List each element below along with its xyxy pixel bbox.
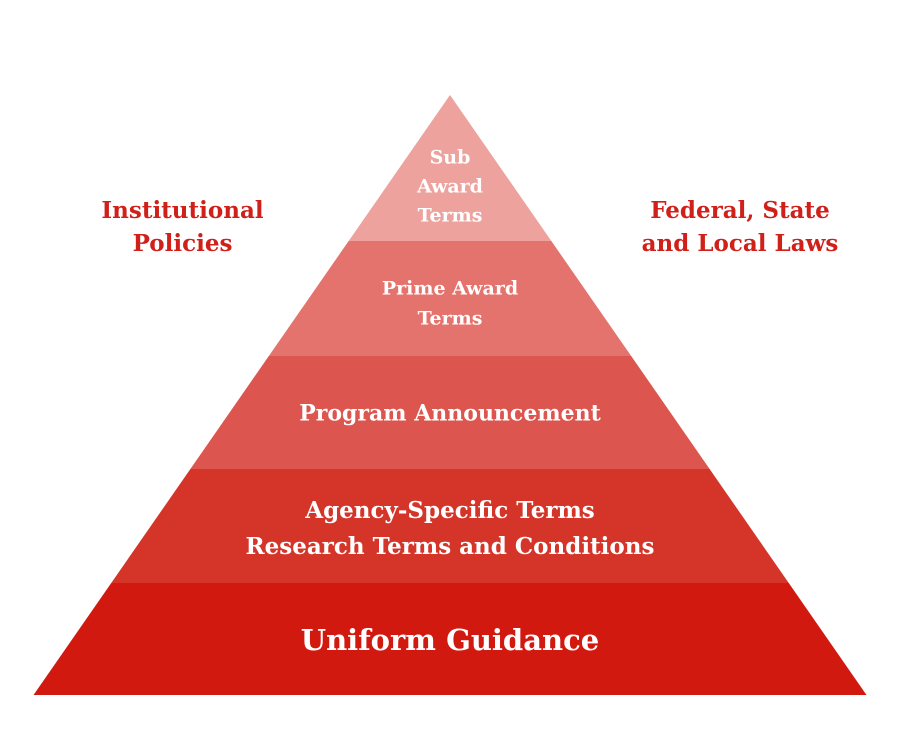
pyramid-tier-1 xyxy=(348,95,552,241)
pyramid-tier-3 xyxy=(190,356,710,469)
tier-label: Agency-Specific Terms xyxy=(304,497,595,524)
tier-label: Uniform Guidance xyxy=(301,623,599,657)
tier-label: Program Announcement xyxy=(299,401,601,427)
laws-label: Federal, State and Local Laws xyxy=(620,194,860,260)
tier-label: Sub xyxy=(430,147,471,169)
tier-label: Research Terms and Conditions xyxy=(246,533,655,560)
institutional-policies-label: Institutional Policies xyxy=(80,194,285,260)
label-line: Policies xyxy=(132,230,233,257)
pyramid-tier-2 xyxy=(268,241,632,356)
label-line: Federal, State xyxy=(650,197,830,224)
label-line: and Local Laws xyxy=(641,230,839,257)
tier-label: Terms xyxy=(418,205,483,227)
pyramid-tier-5 xyxy=(33,583,867,695)
pyramid-tier-4 xyxy=(111,469,789,583)
tier-label: Prime Award xyxy=(382,278,518,300)
tier-label: Award xyxy=(416,176,483,198)
label-line: Institutional xyxy=(101,197,264,224)
tier-label: Terms xyxy=(418,308,483,330)
